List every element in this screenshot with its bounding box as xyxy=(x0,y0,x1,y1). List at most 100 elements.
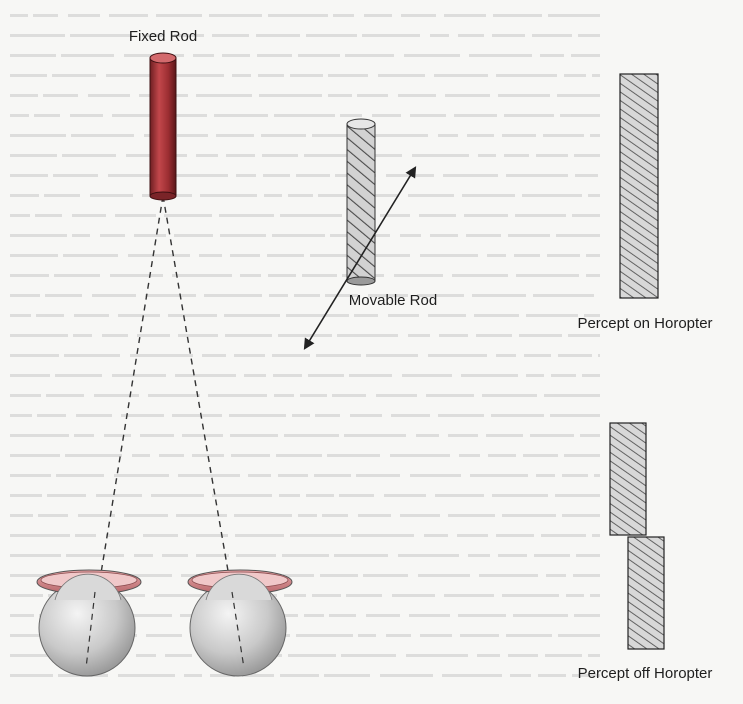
background-text-fragment xyxy=(248,474,271,477)
background-text-fragment xyxy=(564,74,586,77)
background-text-fragment xyxy=(410,114,446,117)
background-text-fragment xyxy=(10,654,62,657)
background-text-fragment xyxy=(560,114,600,117)
background-text-fragment xyxy=(366,354,418,357)
background-text-fragment xyxy=(502,134,536,137)
background-text-fragment xyxy=(274,114,335,117)
background-text-fragment xyxy=(279,494,300,497)
background-text-fragment xyxy=(508,234,550,237)
background-text-fragment xyxy=(169,174,228,177)
background-text-fragment xyxy=(159,454,184,457)
background-text-fragment xyxy=(168,314,217,317)
background-text-fragment xyxy=(506,174,568,177)
background-text-fragment xyxy=(296,634,353,637)
background-text-fragment xyxy=(482,394,537,397)
background-text-fragment xyxy=(240,274,261,277)
background-text-fragment xyxy=(212,34,249,37)
background-text-fragment xyxy=(154,594,208,597)
background-text-fragment xyxy=(487,254,506,257)
background-text-fragment xyxy=(398,94,436,97)
background-text-fragment xyxy=(74,314,109,317)
background-text-fragment xyxy=(551,374,576,377)
background-text-fragment xyxy=(546,574,566,577)
background-text-fragment xyxy=(284,434,339,437)
background-text-fragment xyxy=(263,174,290,177)
background-text-fragment xyxy=(524,354,551,357)
background-text-fragment xyxy=(419,214,456,217)
background-text-fragment xyxy=(106,534,134,537)
background-text-fragment xyxy=(92,294,136,297)
background-text-fragment xyxy=(151,494,204,497)
background-text-fragment xyxy=(10,14,28,17)
background-text-fragment xyxy=(358,634,376,637)
background-text-fragment xyxy=(267,254,304,257)
background-text-fragment xyxy=(10,494,42,497)
background-text-fragment xyxy=(10,314,31,317)
background-text-fragment xyxy=(532,34,572,37)
background-text-fragment xyxy=(352,154,402,157)
fixed-rod-label: Fixed Rod xyxy=(129,28,197,45)
background-text-fragment xyxy=(320,574,358,577)
background-text-fragment xyxy=(564,454,600,457)
percept-on-horopter-bar xyxy=(619,73,659,299)
background-text-fragment xyxy=(327,454,380,457)
background-text-fragment xyxy=(479,574,538,577)
background-text-fragment xyxy=(225,334,272,337)
right-eye-axis xyxy=(231,591,245,669)
background-text-fragment xyxy=(496,534,534,537)
background-text-fragment xyxy=(562,474,588,477)
background-text-fragment xyxy=(273,374,302,377)
background-text-fragment xyxy=(10,434,69,437)
background-text-fragment xyxy=(269,294,288,297)
background-text-fragment xyxy=(261,134,306,137)
background-text-fragment xyxy=(288,654,336,657)
background-text-fragment xyxy=(540,54,564,57)
background-text-fragment xyxy=(229,414,286,417)
background-text-fragment xyxy=(212,494,272,497)
background-text-fragment xyxy=(121,414,164,417)
background-text-fragment xyxy=(357,94,388,97)
background-text-fragment xyxy=(10,474,51,477)
background-text-fragment xyxy=(391,414,430,417)
background-text-fragment xyxy=(536,474,555,477)
background-text-fragment xyxy=(234,514,292,517)
background-text-fragment xyxy=(106,74,157,77)
background-text-fragment xyxy=(224,314,280,317)
background-text-fragment xyxy=(575,174,598,177)
background-text-fragment xyxy=(61,54,114,57)
background-text-fragment xyxy=(296,174,330,177)
background-text-fragment xyxy=(406,654,468,657)
background-text-fragment xyxy=(35,214,62,217)
background-text-fragment xyxy=(140,434,174,437)
background-text-fragment xyxy=(10,34,65,37)
background-text-fragment xyxy=(10,114,29,117)
background-text-fragment xyxy=(498,94,550,97)
background-text-fragment xyxy=(412,154,469,157)
background-text-fragment xyxy=(192,454,224,457)
background-text-fragment xyxy=(533,294,594,297)
background-text-fragment xyxy=(572,674,600,677)
background-text-fragment xyxy=(312,134,364,137)
background-text-fragment xyxy=(350,414,382,417)
background-text-fragment xyxy=(70,114,103,117)
background-text-fragment xyxy=(466,234,501,237)
background-text-fragment xyxy=(10,394,41,397)
background-text-fragment xyxy=(541,534,586,537)
background-text-fragment xyxy=(136,654,156,657)
background-text-fragment xyxy=(388,314,419,317)
background-text-fragment xyxy=(418,574,470,577)
background-text-fragment xyxy=(294,294,320,297)
background-text-fragment xyxy=(164,214,212,217)
background-text-fragment xyxy=(262,154,298,157)
background-text-fragment xyxy=(63,254,118,257)
left-eye-axis xyxy=(85,591,96,669)
background-text-fragment xyxy=(324,674,370,677)
background-text-fragment xyxy=(448,434,478,437)
left-eye xyxy=(36,569,142,677)
background-text-fragment xyxy=(302,274,337,277)
background-text-fragment xyxy=(584,314,600,317)
background-text-fragment xyxy=(424,534,448,537)
background-text-fragment xyxy=(193,54,214,57)
background-text-fragment xyxy=(430,234,458,237)
background-text-fragment xyxy=(349,374,392,377)
